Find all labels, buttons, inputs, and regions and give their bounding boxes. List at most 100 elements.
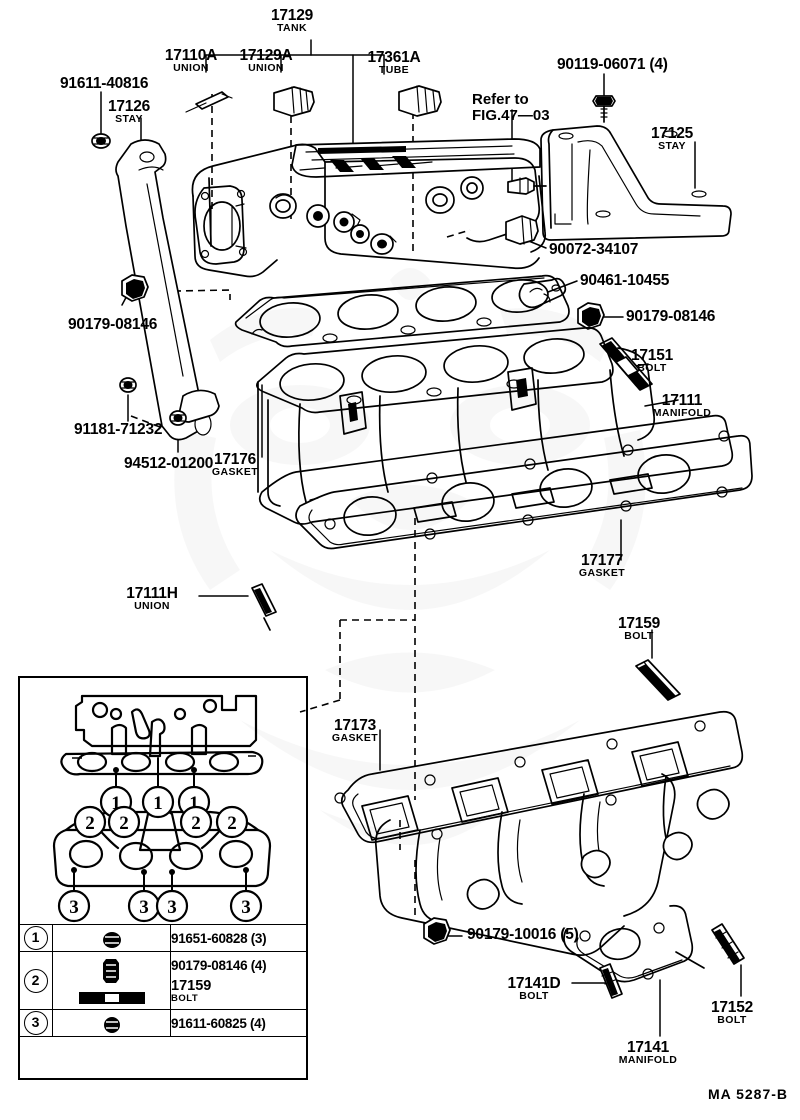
callout-part-number: 17111H [126,585,178,602]
gasket-17176 [234,274,570,348]
callout-part-name: GASKET [211,465,259,478]
callout-94512-01200: 94512-01200 [124,456,213,472]
callout-part-name: STAY [658,139,686,152]
refer-note-line1: Refer to [472,91,529,108]
legend-balloon-3: 3 [23,1011,48,1035]
svg-text:2: 2 [191,813,201,834]
nut-icon [103,1017,120,1033]
legend-part-number-2b: 17159 BOLT [171,978,307,1004]
svg-text:3: 3 [167,897,177,918]
callout-part-number: 90461-10455 [580,272,670,289]
callout-part-name: BOLT [637,361,667,374]
callout-part-number: 17159 [617,615,661,632]
bolt-17159 [635,659,681,701]
svg-text:3: 3 [69,897,79,918]
legend-part-number-2: 90179-08146 (4) [171,957,267,973]
washer-91611-40816 [91,133,111,149]
legend-num-cell-2: 2 [18,951,53,1010]
legend-balloon-1: 1 [23,926,48,950]
diagram-code: MA 5287-B [707,1086,788,1102]
washer-91181-71232 [119,377,137,393]
legend-row-3: 3 91611-60825 (4) [18,1009,308,1037]
legend-pn-cell-2: 90179-08146 (4) 17159 BOLT [170,951,308,1010]
tightening-sequence-inset: .is{fill:none;stroke:#000;stroke-width:2… [18,676,308,1080]
callout-part-number: 17177 [580,552,624,569]
callout-part-name: TUBE [378,63,410,76]
callout-part-number: 90119-06071 (4) [557,56,668,73]
manifold-17141 [374,773,745,999]
union-17111h [251,583,277,631]
callout-part-name: UNION [173,61,209,74]
svg-text:2: 2 [227,813,237,834]
nut-90179-10016 [423,917,451,945]
callout-part-name: MANIFOLD [652,406,712,419]
inset-leaders-3 [71,867,249,895]
stay-17125 [540,125,732,241]
callout-part-number: 17129A [239,47,293,64]
legend-icon-cell-3 [52,1009,171,1037]
tank-17129 [191,138,547,278]
legend-pn-cell-1: 91651-60828 (3) [170,924,308,952]
callout-part-number: 90072-34107 [549,241,639,258]
svg-text:1: 1 [111,793,121,814]
nut-icon [102,932,121,948]
callout-part-number: 17151 [630,347,674,364]
callout-part-number: 90179-08146 [68,316,158,333]
legend-table: 1 91651-60828 (3) 2 [18,924,308,1037]
callout-part-number: 17152 [710,999,754,1016]
legend-icon-cell-2 [52,951,171,1010]
nut-90179-08146-left [121,274,149,302]
callout-part-name: STAY [115,112,143,125]
callout-part-number: 94512-01200 [124,455,214,472]
bolt-17151 [599,337,653,391]
inset-leaders-1 [113,757,197,791]
callout-part-name: BOLT [624,629,654,642]
callout-90119-06071-4-: 90119-06071 (4) [557,57,668,73]
callout-part-name: GASKET [578,566,626,579]
inset-drawing: .is{fill:none;stroke:#000;stroke-width:2… [52,694,272,923]
callout-90072-34107: 90072-34107 [549,242,638,258]
callout-part-number: 90179-10016 (5) [467,926,579,943]
callout-part-number: 17129 [270,7,314,24]
legend-num-cell-3: 3 [18,1009,53,1037]
svg-text:1: 1 [153,793,163,814]
union-17110a [185,91,233,113]
inset-balloons: 1 1 1 2 2 2 2 3 3 3 3 [57,785,263,923]
stay-17126 [115,139,220,441]
callout-90179-10016-5-: 90179-10016 (5) [467,927,579,943]
callout-part-name: MANIFOLD [618,1053,678,1066]
bracket-tank [205,39,385,151]
legend-part-number-1: 91651-60828 (3) [171,930,267,946]
gasket-17177 [295,430,753,550]
svg-text:3: 3 [241,897,251,918]
legend-pn-cell-3: 91611-60825 (4) [170,1009,308,1037]
callout-part-name: BOLT [717,1013,747,1026]
refer-note: Refer to FIG.47—03 [472,92,550,124]
relation-dash-5 [299,699,341,713]
legend-row-1: 1 91651-60828 (3) [18,924,308,952]
svg-text:3: 3 [139,897,149,918]
bolt-icon [78,992,145,1004]
callout-part-name: TANK [277,21,307,34]
legend-num-cell-1: 1 [18,924,53,952]
washer-94512-01200 [169,410,187,426]
callout-part-name: UNION [248,61,284,74]
callout-part-number: 90179-08146 [626,308,716,325]
legend-balloon-2: 2 [23,968,48,993]
bolt-90119-06071 [592,95,616,123]
callout-part-number: 17125 [650,125,694,142]
svg-text:1: 1 [189,793,199,814]
callout-part-number: 17176 [213,451,257,468]
callout-90179-08146: 90179-08146 [68,317,157,333]
svg-text:2: 2 [85,813,95,834]
